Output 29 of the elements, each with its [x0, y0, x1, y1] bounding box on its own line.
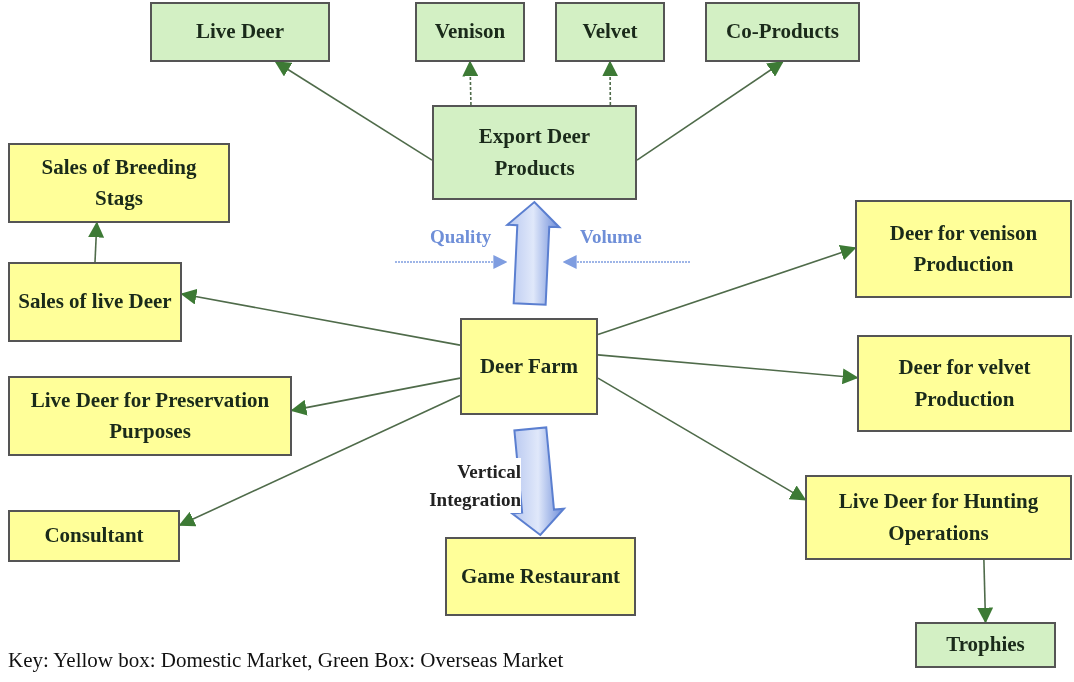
- arrow: [597, 354, 859, 385]
- influence-label: Quality: [430, 226, 492, 248]
- market-box: Sales of live Deer: [8, 262, 182, 342]
- market-box: Velvet: [555, 2, 665, 62]
- key-text: Key: Yellow box: Domestic Market, Green Box: Overseas Market: [8, 648, 564, 673]
- arrow: [597, 245, 857, 336]
- market-box: Live Deer for Preservation Purposes: [8, 376, 292, 456]
- arrow: [88, 221, 105, 263]
- influence-label: Volume: [580, 226, 642, 248]
- block-arrow: [509, 426, 567, 537]
- market-box: Deer for velvet Production: [857, 335, 1072, 432]
- arrow: [462, 60, 479, 106]
- market-box: Trophies: [915, 622, 1056, 668]
- arrow: [977, 559, 994, 624]
- market-box: Deer for venison Production: [855, 200, 1072, 298]
- market-box: Venison: [415, 2, 525, 62]
- arrow: [636, 61, 784, 161]
- market-box: Sales of Breeding Stags: [8, 143, 230, 223]
- market-box: Game Restaurant: [445, 537, 636, 616]
- block-arrow: [504, 200, 562, 306]
- market-box: Export Deer Products: [432, 105, 637, 200]
- arrow: [602, 60, 619, 106]
- market-box: Deer Farm: [460, 318, 598, 415]
- market-box: Consultant: [8, 510, 180, 562]
- arrow: [597, 377, 807, 501]
- market-box: Live Deer: [150, 2, 330, 62]
- market-box: Co-Products: [705, 2, 860, 62]
- arrow: [274, 61, 433, 161]
- market-box: Live Deer for Hunting Operations: [805, 475, 1072, 560]
